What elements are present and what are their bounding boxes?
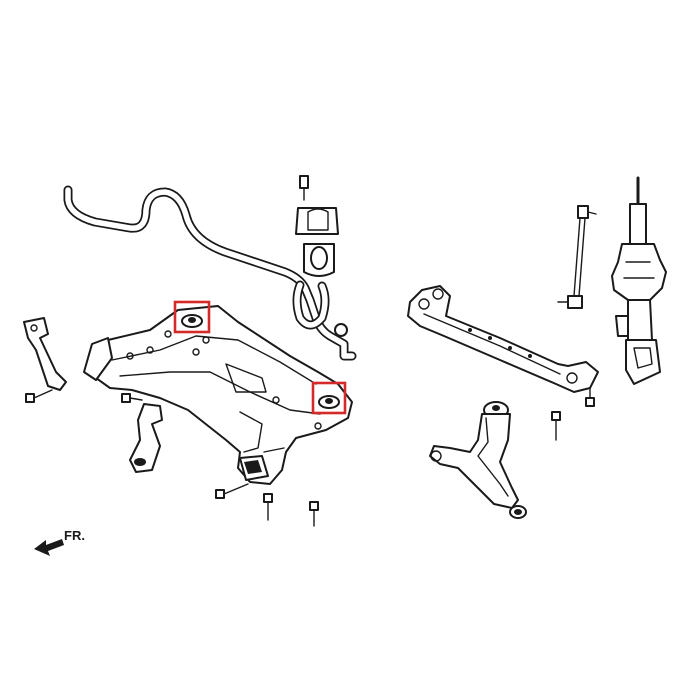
bolt <box>121 393 143 403</box>
stabilizer-link <box>557 205 597 309</box>
stabilizer-bar <box>63 185 357 361</box>
front-subframe <box>83 305 353 485</box>
stabilizer-bushing-bracket <box>295 175 348 337</box>
front-direction-indicator: FR. <box>34 528 85 556</box>
bolt <box>25 389 53 403</box>
lower-control-arm <box>429 401 527 519</box>
strut-assembly <box>611 176 667 385</box>
bolt <box>309 501 319 527</box>
support-brackets <box>23 317 163 473</box>
subframe-bushing-rear <box>311 381 347 415</box>
bolts <box>25 387 595 527</box>
arrow-left-icon <box>34 539 64 556</box>
bolt <box>215 483 249 499</box>
direction-label: FR. <box>64 528 85 543</box>
rear-brace-plate <box>407 285 599 393</box>
bolt <box>585 387 595 407</box>
bolt <box>263 493 273 521</box>
subframe-bushing-front <box>173 300 211 334</box>
bolt <box>551 411 561 441</box>
